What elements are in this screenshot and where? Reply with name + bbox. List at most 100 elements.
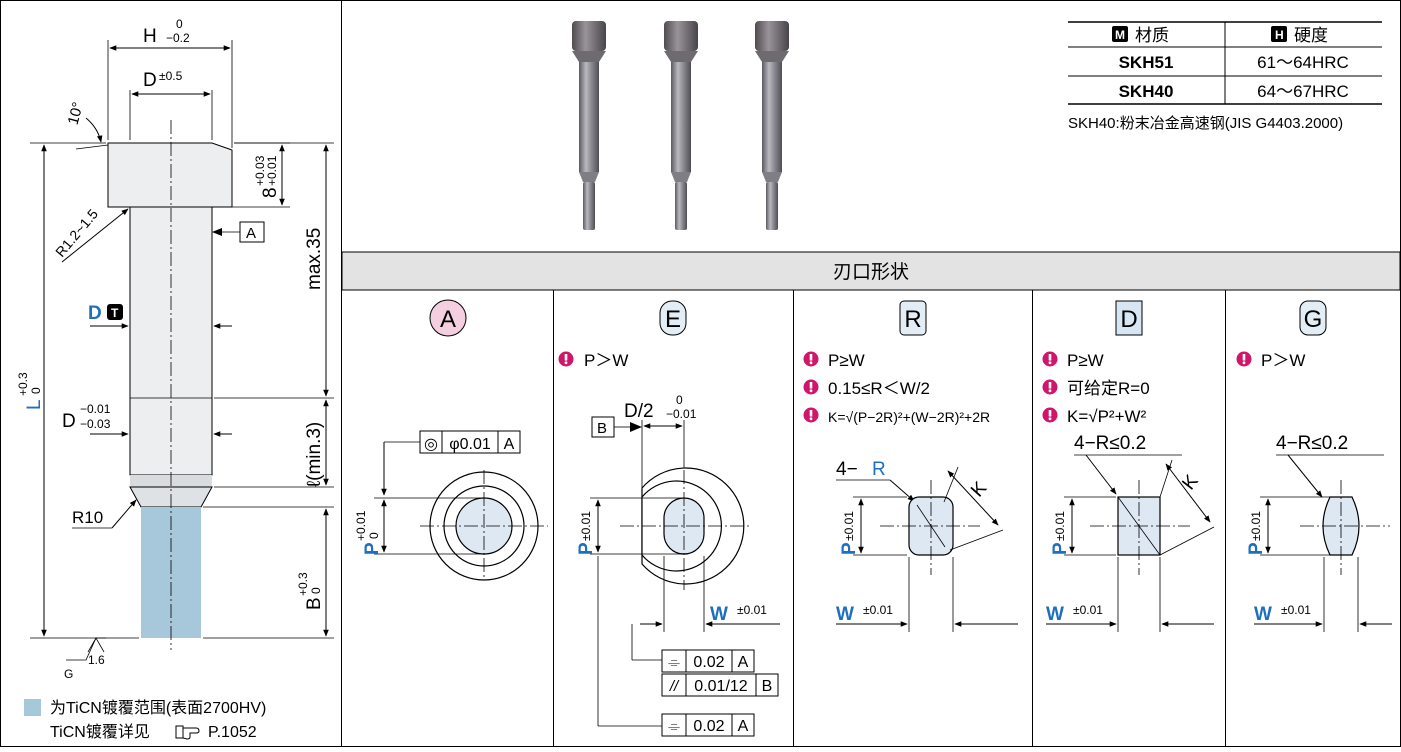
pin-photo-head xyxy=(755,21,789,51)
section-header: 刃口形状 xyxy=(833,261,909,283)
shape-a-badge xyxy=(429,299,467,337)
d-t-label: D xyxy=(88,303,102,324)
shape-d-cond1: P≥W xyxy=(1067,351,1104,370)
warning-icon xyxy=(1236,351,1252,367)
shape-e-fcf3-val: 0.02 xyxy=(693,718,724,735)
shape-r-label: R xyxy=(904,306,921,333)
pin-photo-shank xyxy=(762,62,782,172)
shape-d-w-tol: ±0.01 xyxy=(1073,603,1103,617)
shape-e-badge xyxy=(659,300,687,336)
shape-e-fcf3-sym: ⌯ xyxy=(668,718,680,735)
shape-e-d2-tol-lower: −0.01 xyxy=(666,407,697,421)
hardness-header: 硬度 xyxy=(1294,26,1328,45)
material-row1: SKH51 xyxy=(1119,53,1174,72)
dim-b-label: B xyxy=(304,597,325,610)
shape-d-p-tol: ±0.01 xyxy=(1053,511,1067,541)
pin-photo-head xyxy=(664,21,698,51)
fillet-label: R1.2~1.5 xyxy=(52,206,101,260)
shape-e-label: E xyxy=(665,306,681,333)
dim-d-head-tol: ±0.5 xyxy=(159,69,183,83)
legend-line1: 为TiCN镀覆范围(表面2700HV) xyxy=(50,699,266,717)
shape-e-fcf2-sym: // xyxy=(669,678,680,695)
t-badge xyxy=(107,304,123,320)
coat-legend-swatch xyxy=(24,699,41,716)
pointing-hand-icon xyxy=(175,725,200,740)
shape-a-tol-value: φ0.01 xyxy=(449,436,491,453)
material-row2: SKH40 xyxy=(1119,82,1174,101)
legend-page-link[interactable]: P.1052 xyxy=(208,724,257,741)
warning-icon xyxy=(803,351,819,367)
m-badge-label: M xyxy=(1115,28,1125,42)
max-length-label: max.35 xyxy=(304,228,325,290)
shape-r-corner-r: R xyxy=(872,459,886,480)
pin-photo-tip xyxy=(675,182,687,230)
pin-photo-shank xyxy=(671,62,691,172)
shape-e-w: W xyxy=(710,604,728,625)
shape-e-fcf3-ref: A xyxy=(738,718,749,735)
g-label: G xyxy=(64,667,73,681)
shape-r-cond2: 0.15≤R＜W/2 xyxy=(828,379,930,398)
shape-r-w: W xyxy=(836,604,854,625)
datum-a-label: A xyxy=(246,225,256,242)
shape-e-fcf1-val: 0.02 xyxy=(693,654,724,671)
ell-label: ℓ(min.3) xyxy=(304,422,325,487)
shape-g-p-tol: ±0.01 xyxy=(1249,511,1263,541)
material-header: 材质 xyxy=(1135,26,1169,45)
shape-e-panel: E P＞W D/2 0 −0.01 B P ±0.01 W xyxy=(558,300,780,737)
angle-label: 10° xyxy=(65,100,87,126)
dim-l-label: L xyxy=(24,399,45,410)
shape-r-p-tol: ±0.01 xyxy=(842,511,856,541)
datum-a-box xyxy=(239,221,265,243)
shape-e-fcf1-sym: ⌯ xyxy=(668,654,680,671)
head-thickness-tol-upper: +0.03 xyxy=(253,155,267,186)
shape-r-cond1: P≥W xyxy=(828,351,865,370)
shape-g-w-tol: ±0.01 xyxy=(1281,603,1311,617)
shape-a-tol-ref: A xyxy=(504,436,515,453)
shape-d-corner: 4−R≤0.2 xyxy=(1074,433,1146,454)
h-badge xyxy=(1271,26,1287,42)
warning-icon xyxy=(1042,379,1058,395)
warning-icon xyxy=(558,351,574,367)
shape-a-tol-symbol: ◎ xyxy=(424,436,438,453)
shape-r-cond3: K=√(P−2R)²+(W−2R)²+2R xyxy=(828,409,990,425)
t-badge-label: T xyxy=(111,306,119,320)
shape-d-w: W xyxy=(1046,604,1064,625)
shape-a-p-tol-lower: 0 xyxy=(367,532,381,539)
pin-photo-shank xyxy=(579,62,599,172)
shape-a-p-tol-upper: +0.01 xyxy=(354,510,368,541)
dim-h-label: H xyxy=(143,26,157,47)
shape-e-d2-tol-upper: 0 xyxy=(676,393,683,407)
dim-l-tol-lower: 0 xyxy=(29,387,43,394)
dim-d-shank-label: D xyxy=(62,411,76,432)
shape-d-panel: D P≥W 可给定R=0 K=√P²+W² 4−R≤0.2 K P ±0.01 … xyxy=(1042,300,1215,632)
legend-line2: TiCN镀覆详见 xyxy=(50,723,150,741)
warning-icon xyxy=(803,379,819,395)
shape-e-p-tol: ±0.01 xyxy=(579,511,593,541)
shape-g-cond1: P＞W xyxy=(1261,351,1305,370)
shape-r-p: P xyxy=(839,542,860,555)
dim-l-tol-upper: +0.3 xyxy=(16,372,30,396)
shape-e-cond1: P＞W xyxy=(584,351,628,370)
pin-photo-tip xyxy=(766,182,778,230)
head-thickness-tol-lower: +0.01 xyxy=(265,155,279,186)
shape-g-w: W xyxy=(1254,604,1272,625)
dim-h-tol-upper: 0 xyxy=(176,17,183,31)
shape-a-label: A xyxy=(440,306,456,333)
shape-e-w-tol: ±0.01 xyxy=(737,603,767,617)
product-photo xyxy=(572,21,789,230)
material-table: M 材质 H 硬度 SKH51 61～64HRC SKH40 64～67HRC … xyxy=(1068,21,1382,132)
shape-r-k: K xyxy=(967,478,991,502)
shape-d-p: P xyxy=(1050,542,1071,555)
dim-b-tol-lower: 0 xyxy=(309,587,323,594)
r10-label: R10 xyxy=(72,508,103,527)
dim-h-tol-lower: −0.2 xyxy=(166,31,190,45)
shape-d-k: K xyxy=(1178,471,1203,494)
roughness-value: 1.6 xyxy=(88,653,105,667)
shape-a-panel: A ◎ φ0.01 A P +0.01 0 xyxy=(354,299,548,581)
pin-head xyxy=(107,142,233,208)
h-badge-label: H xyxy=(1275,28,1284,42)
shape-e-d2: D/2 xyxy=(624,401,654,422)
shape-g-badge xyxy=(1299,300,1327,336)
shape-r-badge xyxy=(899,300,927,336)
shape-d-badge xyxy=(1115,300,1143,336)
